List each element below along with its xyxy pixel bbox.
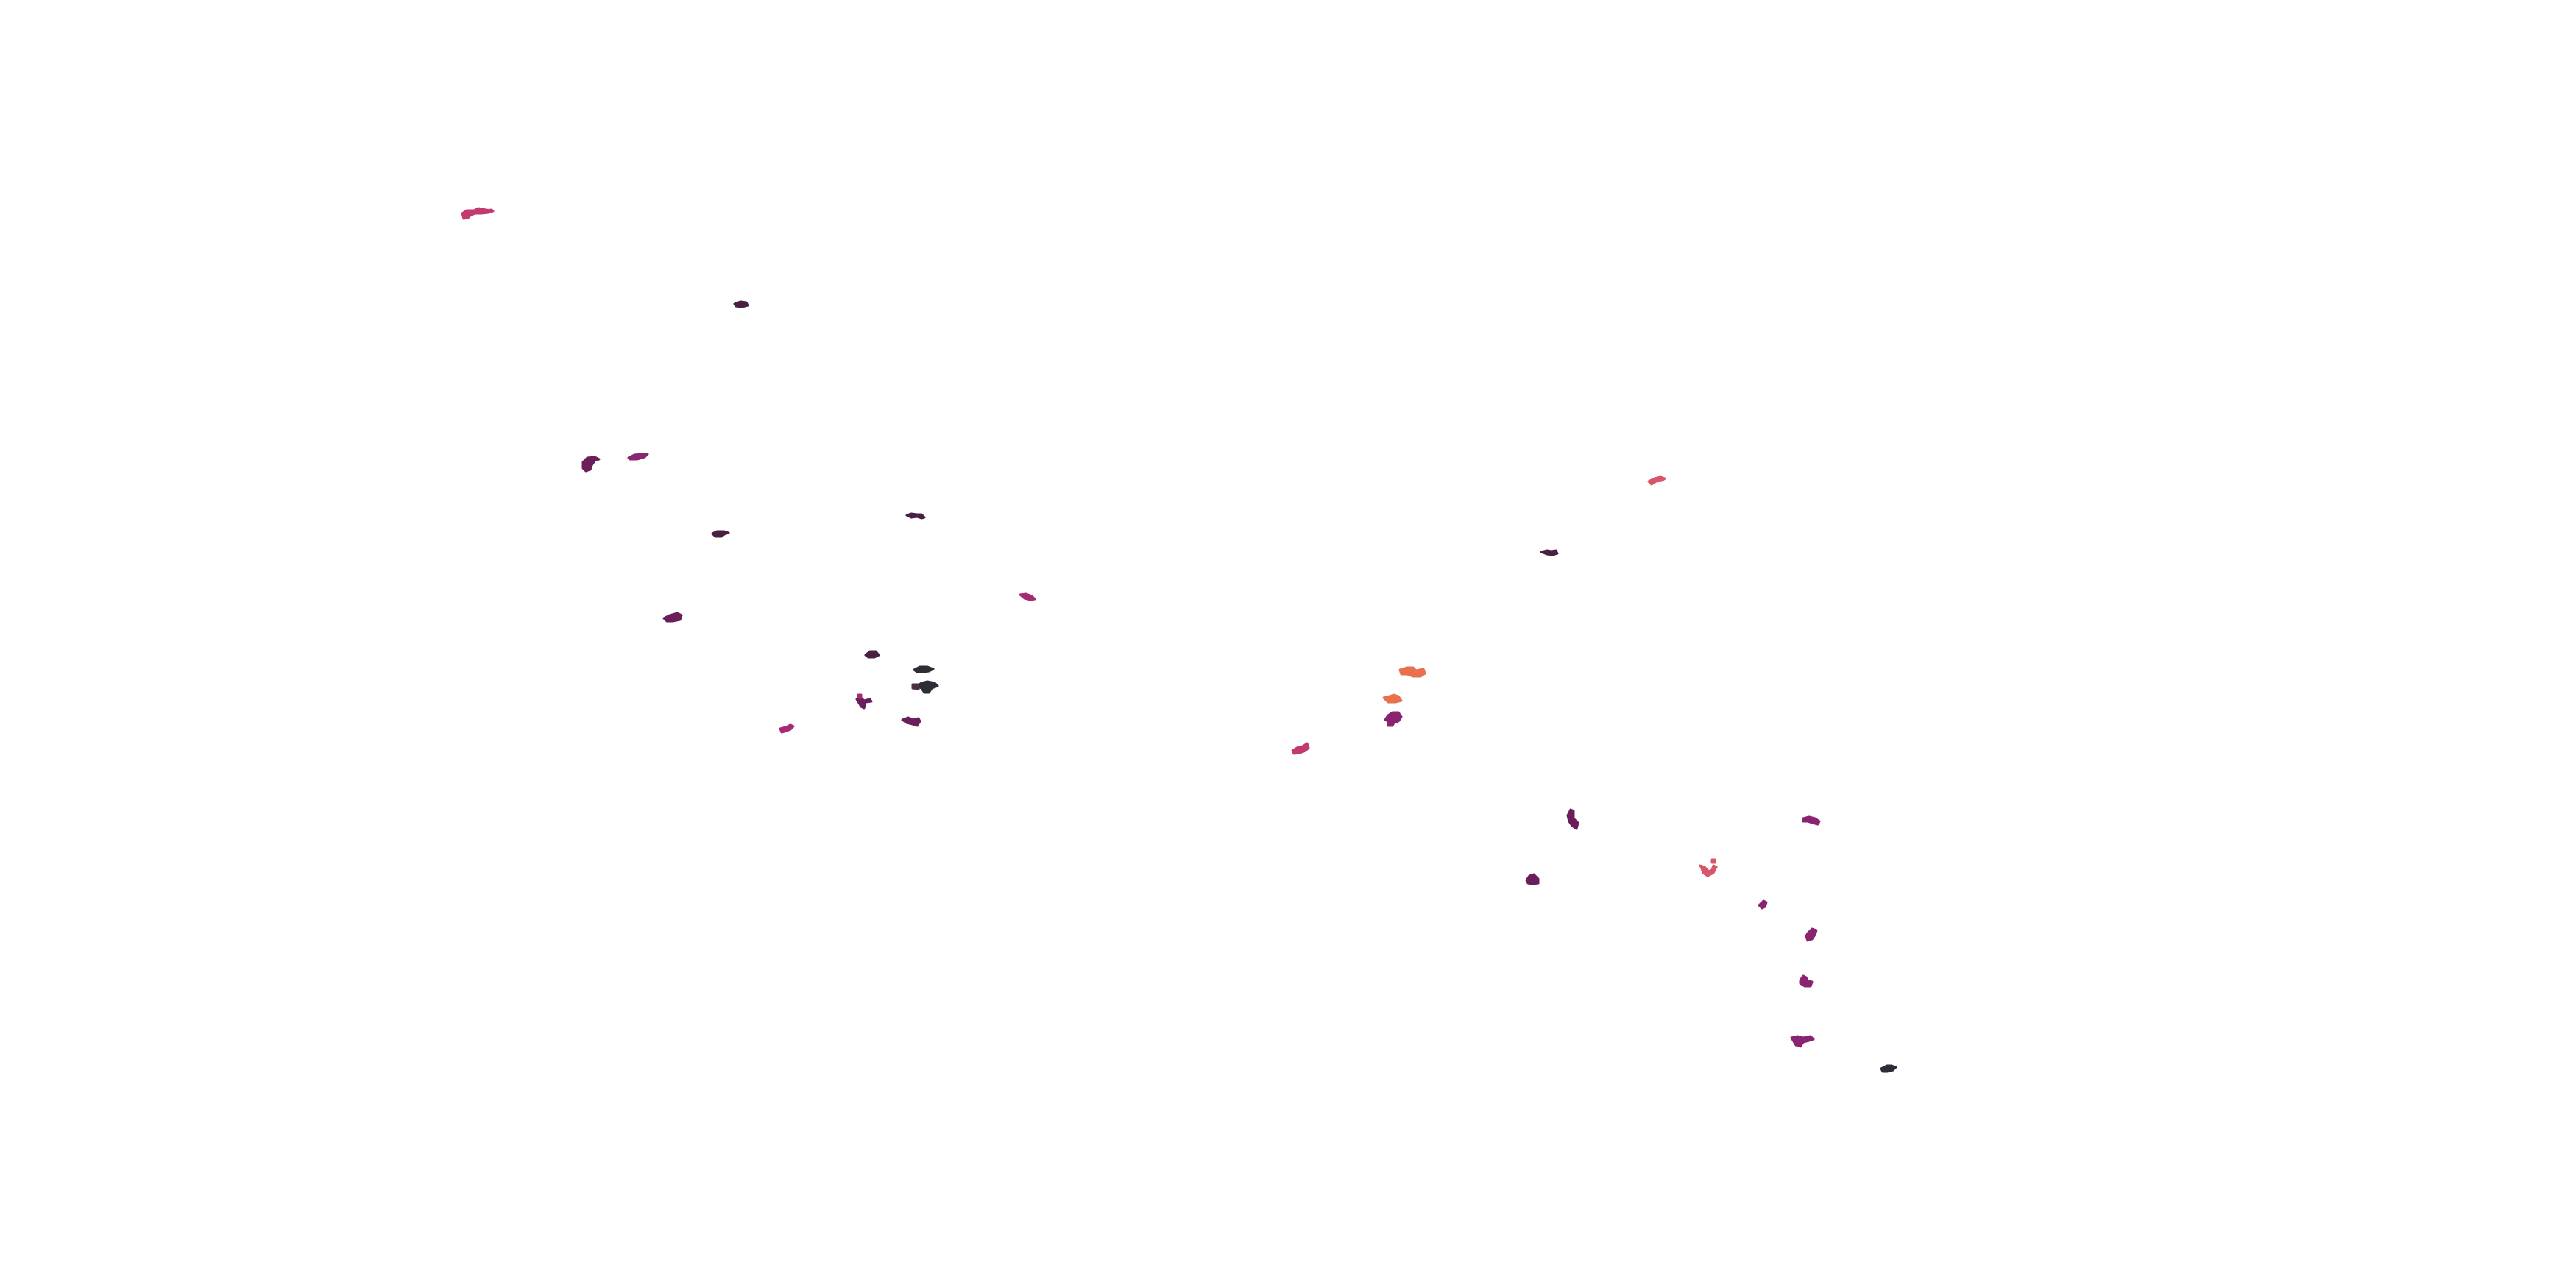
- region-23: [1525, 873, 1540, 885]
- region-2: [733, 300, 749, 308]
- region-19: [1384, 711, 1403, 727]
- region-25: [1758, 899, 1768, 910]
- region-16: [1540, 549, 1559, 556]
- region-9: [864, 650, 880, 659]
- region-1: [461, 207, 495, 220]
- region-12: [779, 723, 795, 734]
- region-26: [1805, 927, 1818, 942]
- region-18: [1382, 666, 1426, 704]
- region-14: [857, 693, 863, 699]
- region-17: [1647, 475, 1666, 486]
- region-29: [1880, 1064, 1897, 1073]
- region-4: [627, 453, 649, 461]
- region-13: [855, 696, 873, 710]
- region-3: [581, 456, 601, 473]
- region-7: [662, 612, 683, 623]
- region-21: [1566, 808, 1579, 830]
- region-5: [711, 530, 730, 538]
- region-20: [1291, 742, 1310, 755]
- region-11: [911, 683, 920, 690]
- region-28: [1790, 1035, 1815, 1048]
- region-6: [905, 512, 926, 520]
- region-22: [1802, 815, 1821, 826]
- region-27: [1799, 974, 1814, 988]
- region-15: [901, 716, 921, 727]
- region-layer: [461, 207, 1897, 1073]
- region-8: [1019, 592, 1036, 601]
- region-10: [913, 665, 939, 694]
- region-24: [1699, 858, 1718, 877]
